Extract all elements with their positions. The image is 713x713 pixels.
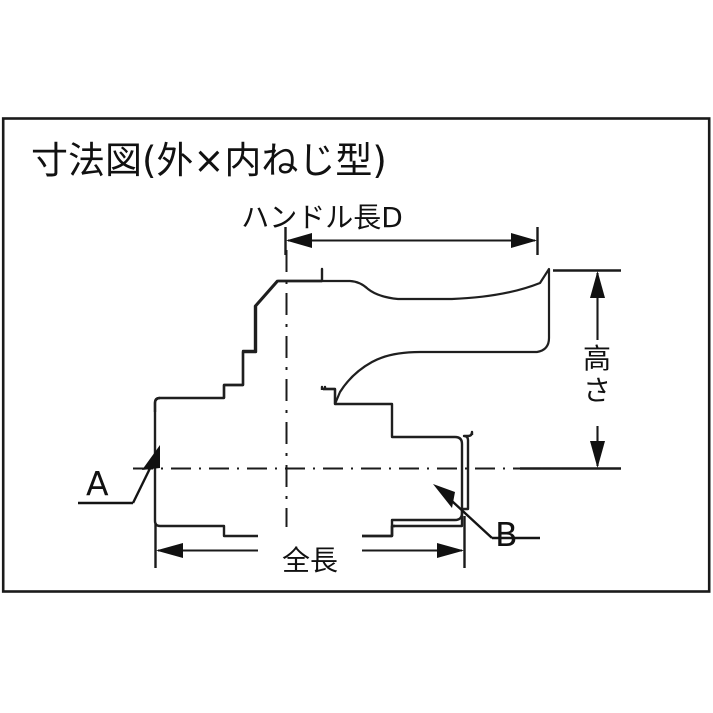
valve-right-lower-outline (286, 430, 474, 538)
height-arrow-top (590, 271, 605, 298)
height-arrow-bottom (590, 441, 605, 468)
overall-length-arrow-left (156, 543, 183, 558)
handle-length-arrow-left (286, 233, 312, 248)
callout-b-label: B (495, 515, 518, 554)
overall-length-dimension-label: 全長 (282, 544, 338, 577)
valve-handle-lever-outline (320, 267, 551, 406)
valve-left-body-outline (153, 396, 286, 538)
valve-stem-left-outline (222, 279, 322, 398)
callout-a-arrowhead (142, 445, 160, 470)
figure-title: 寸法図(外×内ねじ型) (31, 139, 387, 182)
overall-length-arrow-right (437, 543, 464, 558)
callout-a-label: A (86, 464, 109, 503)
overall-length-label-gap (258, 527, 362, 573)
valve-right-body-outline (323, 387, 464, 538)
height-dimension-label-char2: さ (583, 374, 611, 407)
height-label-gap (562, 340, 634, 426)
callout-b-arrowhead (433, 484, 455, 508)
height-dimension-label-char1: 高 (583, 342, 611, 375)
handle-length-dimension-label: ハンドル長D (241, 201, 403, 234)
handle-length-arrow-right (511, 233, 537, 248)
